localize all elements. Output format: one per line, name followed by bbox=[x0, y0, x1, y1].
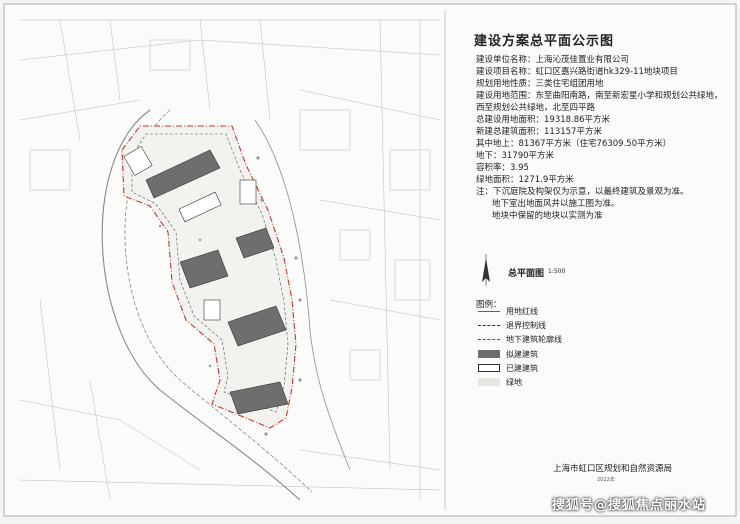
issue-date: 2022年 bbox=[597, 477, 615, 483]
legend-swatch-green bbox=[478, 378, 500, 386]
scale-label: 总平面图 bbox=[508, 269, 545, 279]
site-annotations bbox=[158, 156, 302, 436]
info-line: 西至规划公共绿地，北至四平路 bbox=[476, 103, 596, 113]
authority-name: 上海市虹口区规划和自然资源局 bbox=[553, 464, 673, 474]
legend-swatch-proposed bbox=[478, 350, 500, 358]
north-arrow-icon bbox=[482, 254, 490, 286]
road-west-outer bbox=[101, 109, 301, 501]
legend-label: 地下建筑轮廓线 bbox=[506, 335, 562, 344]
info-line: 地下室出地面风井以施工图为准。 bbox=[492, 199, 620, 209]
proposed-buildings bbox=[145, 149, 289, 415]
info-line: 绿地面积：1271.9平方米 bbox=[476, 175, 574, 185]
info-line: 新建总建筑面积：113157平方米 bbox=[476, 127, 602, 137]
legend-label: 绿地 bbox=[506, 378, 522, 387]
info-line: 总建设用地面积：19318.86平方米 bbox=[476, 115, 611, 125]
road-east bbox=[254, 119, 351, 471]
legend-swatch-underground-line bbox=[478, 339, 500, 340]
info-line: 规划用地性质：三类住宅组团用地 bbox=[476, 79, 604, 89]
existing-buildings bbox=[123, 146, 257, 321]
info-line: 建设用地范围：东至曲阳南路，南至新宏星小学和规划公共绿地， bbox=[476, 91, 723, 101]
info-line: 其中地上：81367平方米（住宅76309.50平方米） bbox=[476, 139, 672, 149]
legend-swatch-red-line bbox=[478, 311, 500, 312]
legend-swatch-existing bbox=[478, 364, 500, 372]
legend-swatch-setback-line bbox=[478, 325, 500, 326]
info-line: 建设单位名称：上海沁茂佳置业有限公司 bbox=[476, 55, 630, 65]
info-line: 地块中保留的地块以实测为准 bbox=[492, 211, 603, 221]
legend-label: 退界控制线 bbox=[506, 321, 546, 330]
info-line: 注：下沉庭院及构架仅为示意，以最终建筑及景观为准。 bbox=[476, 187, 689, 197]
legend-label: 拟建建筑 bbox=[506, 350, 538, 359]
watermark: 搜狐号@搜狐焦点丽水站 bbox=[552, 498, 707, 513]
info-line: 容积率：3.95 bbox=[476, 163, 529, 173]
info-line: 建设项目名称：虹口区嘉兴路街道hk329-11地块项目 bbox=[476, 67, 678, 77]
underground-outline bbox=[131, 133, 289, 413]
legend-title: 图例： bbox=[476, 300, 502, 310]
scale-ratio: 1:500 bbox=[548, 268, 566, 275]
legend-label: 已建建筑 bbox=[506, 364, 538, 373]
info-line: 地下：31790平方米 bbox=[476, 151, 555, 161]
legend-label: 用地红线 bbox=[506, 307, 538, 316]
surrounding-map bbox=[19, 19, 441, 501]
sheet-title: 建设方案总平面公示图 bbox=[474, 34, 615, 49]
